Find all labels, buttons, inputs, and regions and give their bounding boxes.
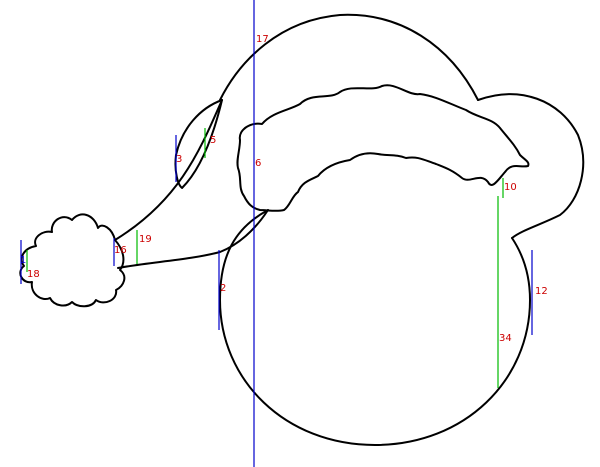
label-2: 2 xyxy=(220,283,226,294)
label-10: 10 xyxy=(504,182,517,193)
label-34: 34 xyxy=(499,333,512,344)
head-outline xyxy=(219,209,531,446)
label-19: 19 xyxy=(139,234,152,245)
hat-body-outline xyxy=(219,13,479,101)
hat-tail-outline xyxy=(114,99,223,241)
label-12: 12 xyxy=(535,286,548,297)
hat-brim-outline xyxy=(236,84,530,212)
label-17: 17 xyxy=(256,34,269,45)
label-3: 3 xyxy=(176,154,182,165)
label-6: 6 xyxy=(255,158,261,169)
label-1: 1 xyxy=(20,255,26,266)
right-ear-outline xyxy=(477,93,585,239)
label-5: 5 xyxy=(210,135,216,146)
label-16: 16 xyxy=(114,245,127,256)
pompom-outline xyxy=(19,213,126,308)
label-18: 18 xyxy=(27,269,40,280)
